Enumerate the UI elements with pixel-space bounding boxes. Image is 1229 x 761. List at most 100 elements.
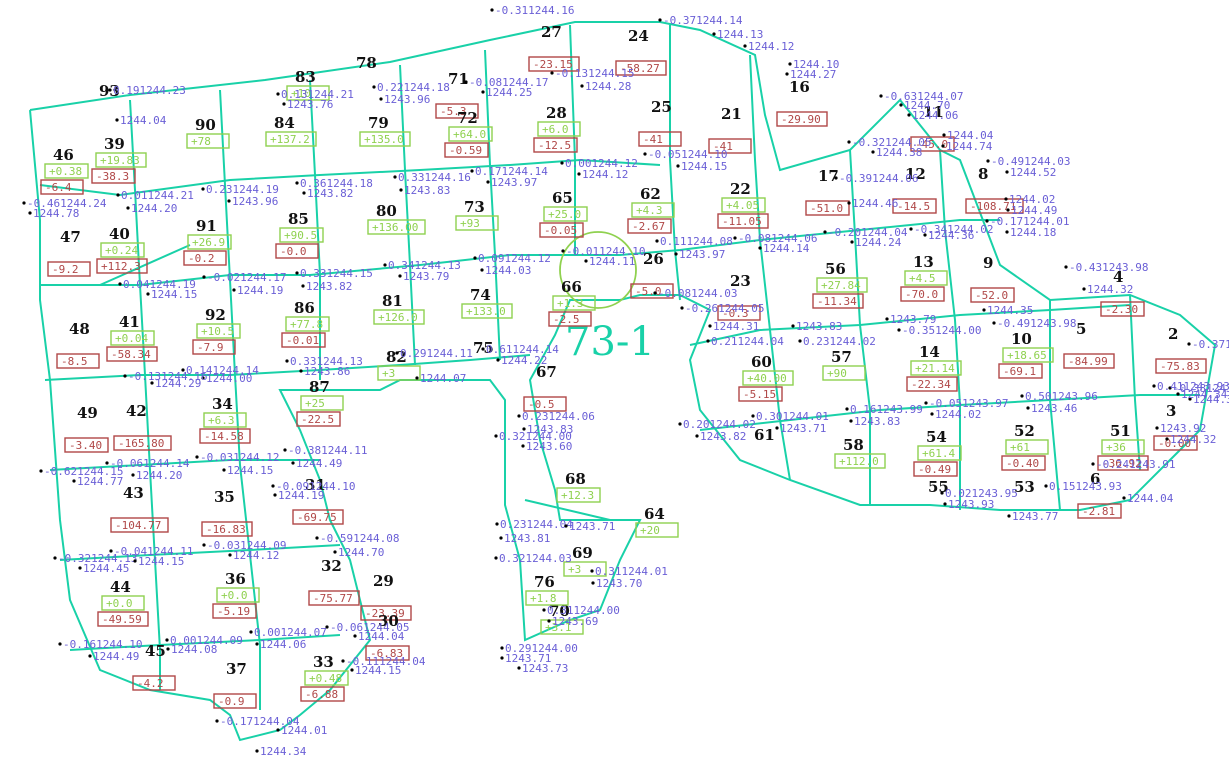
cell-number: 90 bbox=[195, 116, 216, 134]
elevation-label: 1244.46 bbox=[852, 197, 898, 210]
cut-volume-label: -36.92 bbox=[1102, 457, 1142, 470]
grid-edge bbox=[29, 21, 1217, 742]
cell-number: 66 bbox=[561, 278, 582, 296]
survey-point-marker bbox=[1168, 386, 1172, 390]
survey-point-marker bbox=[500, 646, 504, 650]
elevation-label: -0.201244.04 bbox=[828, 226, 908, 239]
cut-volume-label: -165.80 bbox=[118, 437, 164, 450]
survey-point-marker bbox=[982, 308, 986, 312]
elevation-label: -0.131244.15 bbox=[555, 67, 634, 80]
cell-number: 32 bbox=[321, 557, 342, 575]
fill-volume-label: +3 bbox=[382, 367, 395, 380]
elevation-label: -0.011244.10 bbox=[566, 245, 645, 258]
grid-row bbox=[69, 634, 341, 651]
survey-point-marker bbox=[591, 581, 595, 585]
elevation-label: -0.031244.12 bbox=[200, 451, 279, 464]
elevation-label: 1244.04 bbox=[120, 114, 167, 127]
survey-point-marker bbox=[823, 230, 827, 234]
grid-col bbox=[1049, 300, 1061, 511]
cut-volume-label: -0.3 bbox=[722, 307, 749, 320]
cell-number: 57 bbox=[831, 348, 852, 366]
survey-point-marker bbox=[118, 282, 122, 286]
survey-point-marker bbox=[486, 180, 490, 184]
fill-volume-label: +27.84 bbox=[821, 279, 861, 292]
cut-volume-box bbox=[300, 686, 345, 702]
elevation-label: 0.141244.14 bbox=[186, 364, 259, 377]
elevation-label: 0.361244.18 bbox=[300, 177, 373, 190]
elevation-label: 1244.70 bbox=[338, 546, 384, 559]
elevation-label: 1244.45 bbox=[83, 562, 129, 575]
elevation-label: 1244.15 bbox=[138, 555, 184, 568]
cell-number: 58 bbox=[843, 436, 864, 454]
elevation-label: 1244.74 bbox=[946, 140, 993, 153]
survey-point-marker bbox=[930, 412, 934, 416]
survey-point-marker bbox=[481, 90, 485, 94]
fill-volume-label: +137.2 bbox=[270, 133, 310, 146]
cell-number: 14 bbox=[919, 343, 940, 361]
fill-volume-box bbox=[556, 487, 601, 503]
cut-volume-box bbox=[113, 435, 172, 451]
cell-number: 40 bbox=[109, 225, 130, 243]
survey-point-marker bbox=[1165, 437, 1169, 441]
survey-point-marker bbox=[295, 181, 299, 185]
elevation-label: -0.111244.04 bbox=[346, 655, 426, 668]
survey-point-marker bbox=[751, 414, 755, 418]
cut-volume-label: -0.0 bbox=[280, 245, 307, 258]
elevation-label: 0.321244.00 bbox=[499, 430, 572, 443]
cell-number: 39 bbox=[104, 135, 125, 153]
cell-number: 12 bbox=[905, 165, 926, 183]
cut-volume-label: -58.34 bbox=[111, 348, 151, 361]
fill-volume-label: +4.3 bbox=[636, 204, 663, 217]
cell-number: 72 bbox=[457, 109, 478, 127]
fill-volume-box bbox=[359, 131, 411, 147]
elevation-label: -0.091244.10 bbox=[276, 480, 355, 493]
cut-volume-box bbox=[528, 56, 580, 72]
cut-volume-box bbox=[630, 283, 674, 299]
fill-volume-label: +40.00 bbox=[747, 372, 787, 385]
grid-col bbox=[484, 49, 501, 361]
survey-point-marker bbox=[941, 144, 945, 148]
fill-volume-box bbox=[455, 215, 499, 231]
fill-volume-box bbox=[203, 412, 247, 428]
cut-volume-box bbox=[638, 131, 682, 147]
survey-point-marker bbox=[480, 268, 484, 272]
cut-volume-box bbox=[1153, 435, 1198, 451]
survey-point-marker bbox=[166, 647, 170, 651]
elevation-label: 0.111244.08 bbox=[660, 235, 733, 248]
survey-point-marker bbox=[708, 324, 712, 328]
survey-point-marker bbox=[1026, 406, 1030, 410]
survey-point-marker bbox=[743, 44, 747, 48]
cut-volume-box bbox=[275, 243, 319, 259]
center-ring bbox=[559, 231, 637, 309]
elevation-label: 1244.49 bbox=[93, 650, 139, 663]
survey-point-marker bbox=[201, 376, 205, 380]
cell-number: 80 bbox=[376, 202, 397, 220]
fill-volume-box bbox=[101, 595, 145, 611]
cell-number: 2 bbox=[1168, 325, 1178, 343]
survey-point-marker bbox=[561, 249, 565, 253]
cut-volume-box bbox=[1001, 455, 1046, 471]
elevation-label: 1244.12 bbox=[233, 549, 279, 562]
cut-volume-label: -0.59 bbox=[449, 144, 482, 157]
elevation-label: 1244.20 bbox=[136, 469, 182, 482]
elevation-label: 1244.77 bbox=[77, 475, 123, 488]
elevation-label: -0.061244.14 bbox=[110, 457, 190, 470]
fill-volume-label: +20 bbox=[640, 524, 660, 537]
cut-volume-box bbox=[906, 376, 958, 392]
elevation-label: 0.201244.02 bbox=[683, 418, 756, 431]
fill-volume-box bbox=[1002, 347, 1054, 363]
cut-volume-box bbox=[360, 605, 412, 621]
survey-point-marker bbox=[201, 187, 205, 191]
survey-point-marker bbox=[227, 199, 231, 203]
cut-volume-label: -49.59 bbox=[102, 613, 142, 626]
fill-volume-box bbox=[834, 453, 886, 469]
fill-volume-label: +64.0 bbox=[453, 128, 486, 141]
elevation-label: 0.311244.01 bbox=[595, 565, 668, 578]
fill-volume-box bbox=[742, 370, 794, 386]
elevation-label: -0.051244.10 bbox=[648, 148, 727, 161]
cut-volume-label: -22.5 bbox=[301, 413, 334, 426]
survey-point-marker bbox=[1122, 496, 1126, 500]
cell-number: 92 bbox=[205, 306, 226, 324]
fill-volume-label: +19.83 bbox=[100, 154, 140, 167]
survey-point-marker bbox=[899, 103, 903, 107]
